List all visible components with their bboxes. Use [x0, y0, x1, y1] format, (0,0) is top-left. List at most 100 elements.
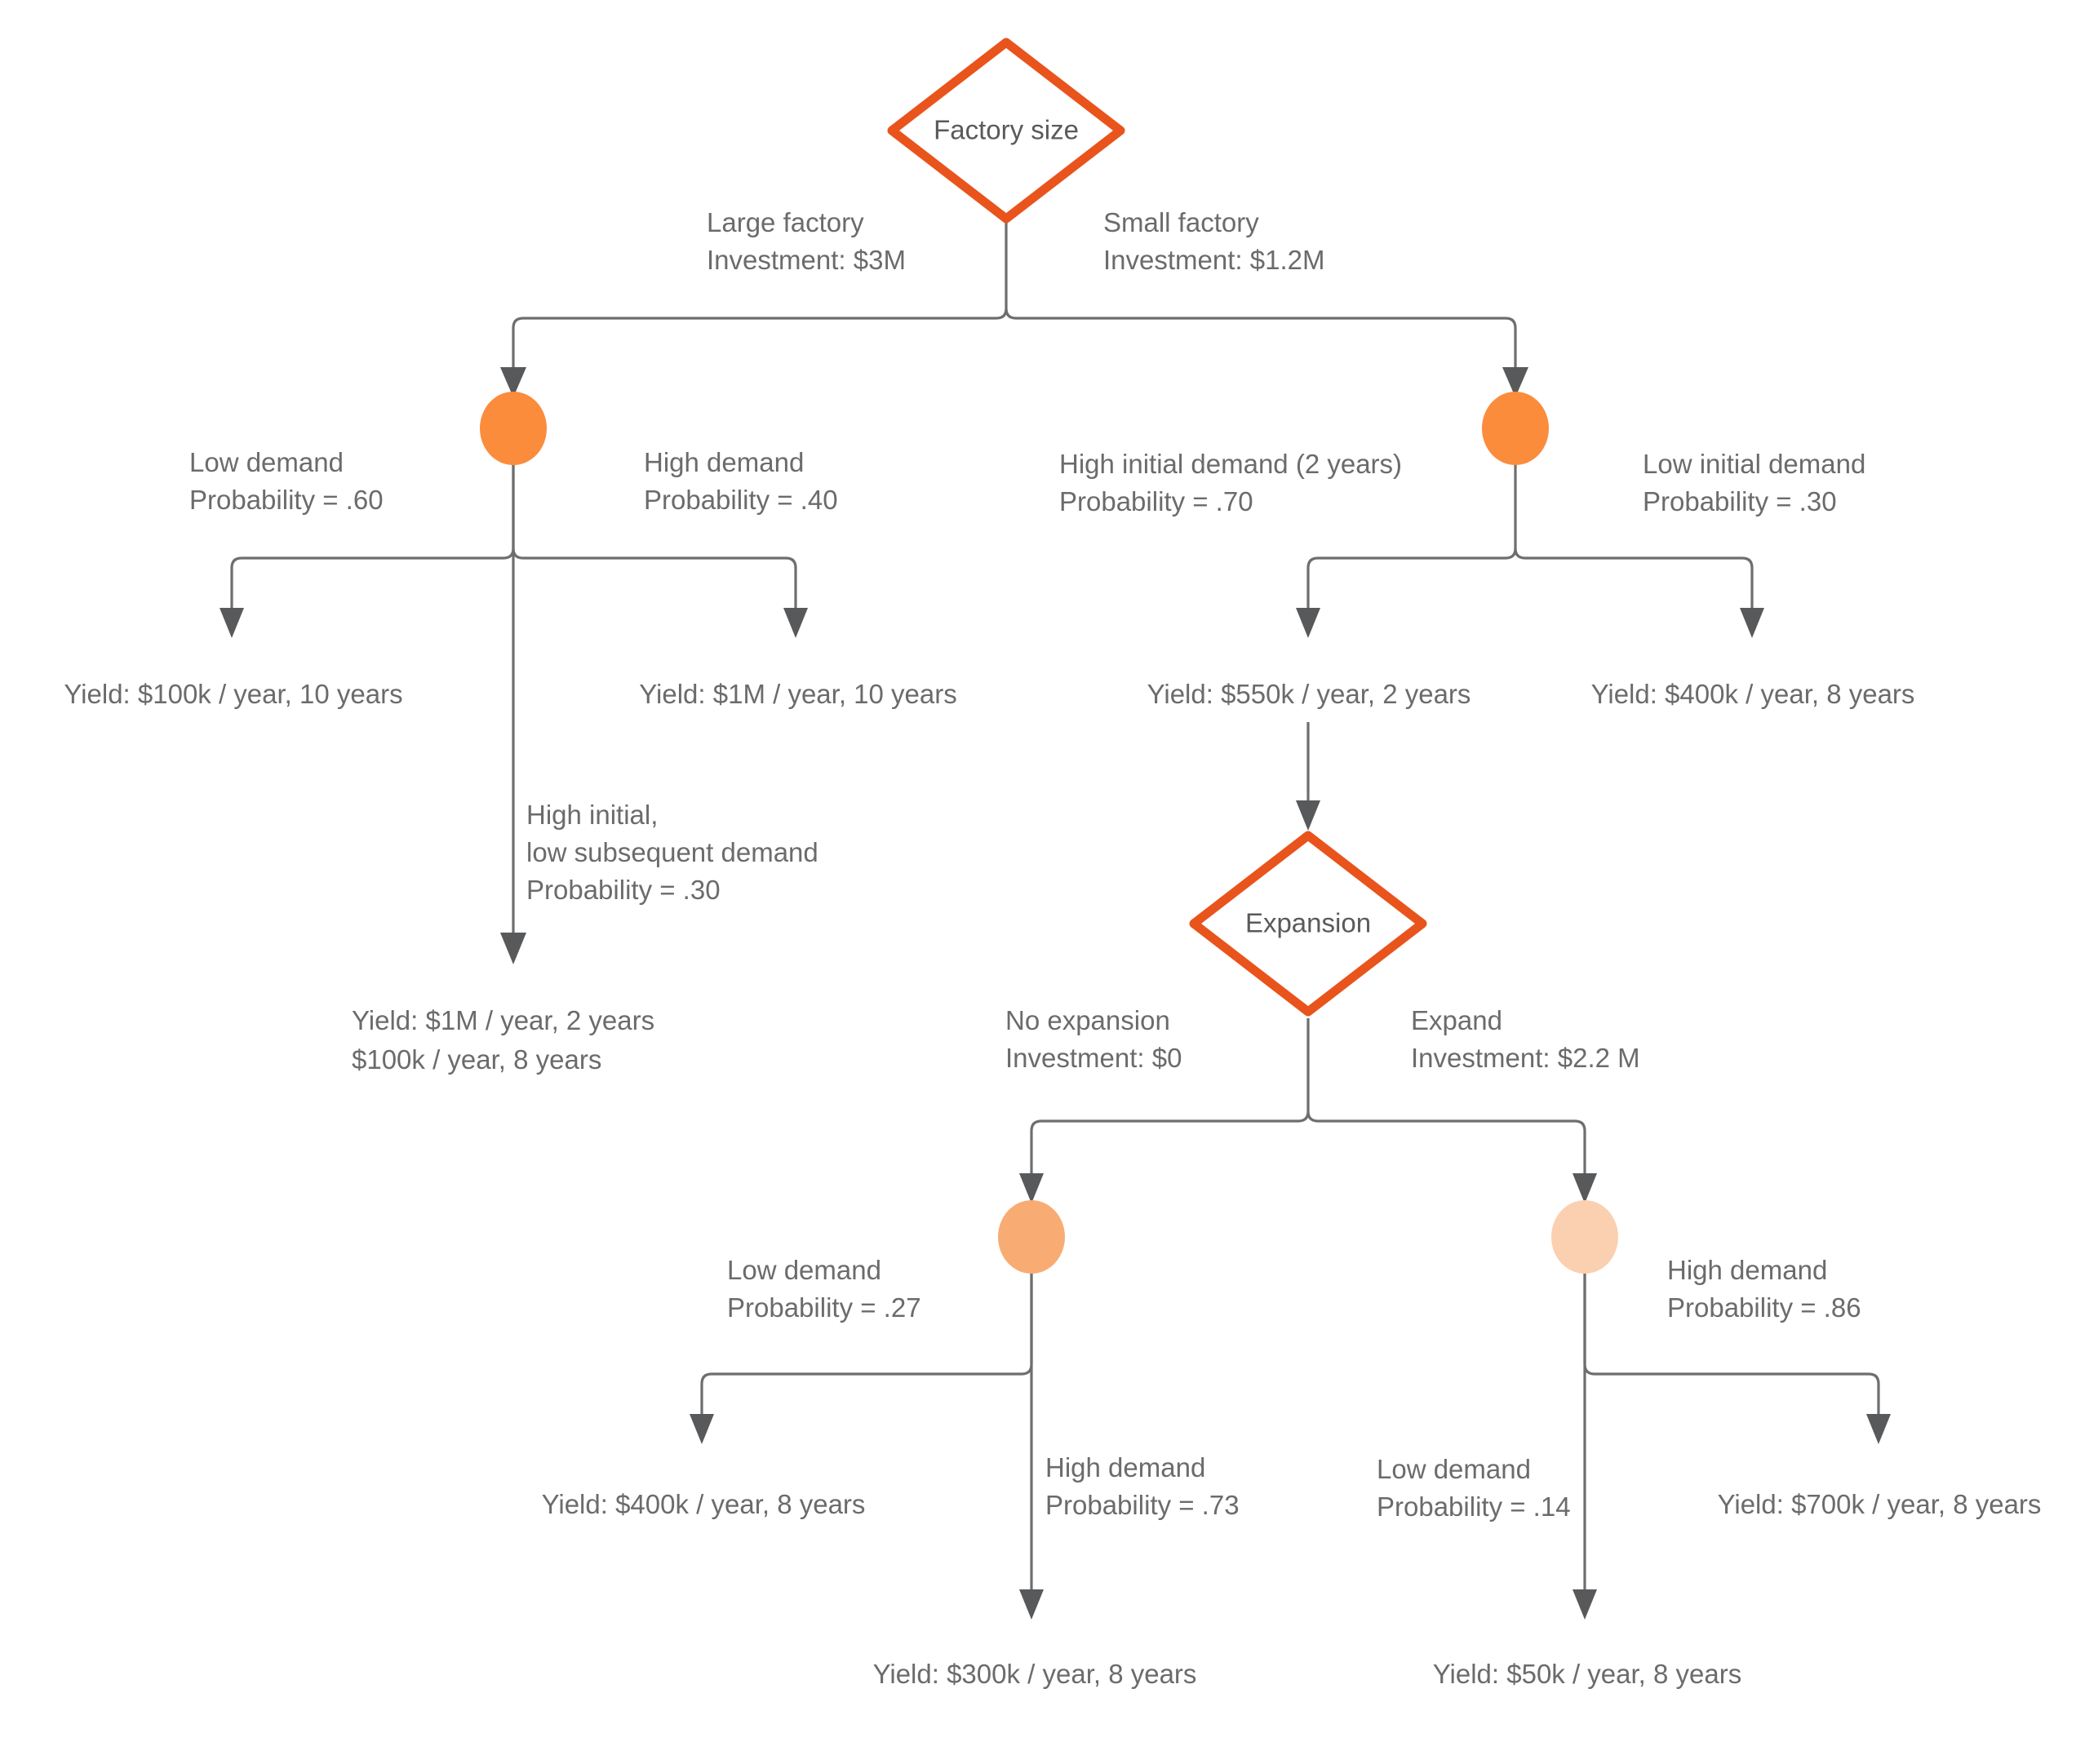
chance-node-small-factory[interactable]	[1482, 392, 1549, 465]
chance-node-expand[interactable]	[1551, 1200, 1618, 1274]
edge-group-small-chance	[1296, 457, 1764, 638]
leaf-exp-low-line1: Yield: $50k / year, 8 years	[1433, 1659, 1742, 1689]
low-demand-noexp-line2: Probability = .27	[727, 1292, 921, 1323]
high-demand-noexp-line2: Probability = .73	[1045, 1490, 1240, 1520]
edge-expansion-to-expand	[1306, 1110, 1586, 1185]
leaf-large-mixed-line2: $100k / year, 8 years	[352, 1044, 601, 1075]
arrow-expand-low	[1573, 1589, 1597, 1620]
edge-label-high-demand-no-exp: High demand Probability = .73	[1045, 1452, 1240, 1520]
arrow-noexp-high	[1019, 1589, 1044, 1620]
edge-group-to-expansion	[1296, 722, 1320, 831]
expand-line1: Expand	[1411, 1005, 1502, 1035]
edge-expand-to-high	[1583, 1363, 1880, 1424]
mixed-demand-line3: Probability = .30	[526, 875, 721, 905]
chance-node-no-expansion[interactable]	[998, 1200, 1065, 1274]
edge-label-high-initial-demand-small: High initial demand (2 years) Probabilit…	[1059, 449, 1402, 516]
high-initial-small-line2: Probability = .70	[1059, 486, 1253, 516]
edge-large-to-high	[512, 547, 797, 620]
edge-label-high-demand-exp: High demand Probability = .86	[1667, 1255, 1861, 1323]
large-factory-line1: Large factory	[707, 207, 864, 237]
leaf-large-high-line1: Yield: $1M / year, 10 years	[639, 679, 956, 709]
low-demand-large-line1: Low demand	[189, 447, 344, 477]
leaf-exp-low: Yield: $50k / year, 8 years	[1433, 1659, 1742, 1689]
low-demand-exp-line2: Probability = .14	[1377, 1491, 1571, 1522]
high-demand-large-line1: High demand	[644, 447, 804, 477]
edge-root-to-small	[1005, 308, 1517, 381]
edge-label-large-factory: Large factory Investment: $3M	[707, 207, 906, 275]
diamond-shape-factory-size[interactable]	[887, 38, 1125, 224]
edge-label-small-factory: Small factory Investment: $1.2M	[1103, 207, 1324, 275]
arrow-large-high	[783, 608, 808, 638]
expand-line2: Investment: $2.2 M	[1411, 1043, 1640, 1073]
mixed-demand-line1: High initial,	[526, 800, 658, 830]
arrow-to-expansion	[1296, 800, 1320, 831]
low-initial-small-line1: Low initial demand	[1643, 449, 1865, 479]
high-demand-exp-line1: High demand	[1667, 1255, 1827, 1285]
edge-small-to-high-initial	[1306, 547, 1517, 620]
leaf-large-low-line1: Yield: $100k / year, 10 years	[64, 679, 402, 709]
leaf-noexp-high-line1: Yield: $300k / year, 8 years	[873, 1659, 1197, 1689]
arrow-to-large-chance	[500, 367, 526, 397]
high-demand-noexp-line1: High demand	[1045, 1452, 1205, 1483]
low-initial-small-line2: Probability = .30	[1643, 486, 1837, 516]
leaf-small-high-initial-line1: Yield: $550k / year, 2 years	[1147, 679, 1471, 709]
low-demand-large-line2: Probability = .60	[189, 485, 384, 515]
leaf-small-low-initial-line1: Yield: $400k / year, 8 years	[1591, 679, 1915, 709]
edge-group-noexp-chance	[690, 1257, 1044, 1620]
edge-small-to-low-initial	[1514, 547, 1754, 620]
arrow-expand-high	[1866, 1414, 1891, 1444]
no-expansion-line1: No expansion	[1005, 1005, 1170, 1035]
arrow-large-mixed	[500, 933, 526, 964]
leaf-large-mixed: Yield: $1M / year, 2 years $100k / year,…	[352, 1005, 654, 1075]
edge-label-expand: Expand Investment: $2.2 M	[1411, 1005, 1640, 1073]
edge-expansion-to-noexp	[1030, 1110, 1310, 1185]
edge-label-high-initial-low-subsequent: High initial, low subsequent demand Prob…	[526, 800, 818, 905]
arrow-to-noexp-chance	[1019, 1173, 1044, 1203]
arrow-large-low	[220, 608, 244, 638]
leaf-large-low: Yield: $100k / year, 10 years	[64, 679, 402, 709]
edge-group-root	[500, 214, 1528, 397]
leaf-exp-high: Yield: $700k / year, 8 years	[1718, 1489, 2042, 1519]
mixed-demand-line2: low subsequent demand	[526, 837, 818, 867]
small-factory-line1: Small factory	[1103, 207, 1259, 237]
edge-group-expansion	[1019, 1018, 1597, 1203]
low-demand-noexp-line1: Low demand	[727, 1255, 881, 1285]
leaf-small-high-initial: Yield: $550k / year, 2 years	[1147, 679, 1471, 709]
low-demand-exp-line1: Low demand	[1377, 1454, 1531, 1484]
arrow-noexp-low	[690, 1414, 714, 1444]
arrow-small-high-initial	[1296, 608, 1320, 638]
diamond-shape-expansion[interactable]	[1189, 831, 1427, 1017]
high-demand-exp-line2: Probability = .86	[1667, 1292, 1861, 1323]
arrow-to-expand-chance	[1573, 1173, 1597, 1203]
leaf-noexp-low: Yield: $400k / year, 8 years	[542, 1489, 866, 1519]
small-factory-line2: Investment: $1.2M	[1103, 245, 1324, 275]
expansion-decision-label: Expansion	[1245, 908, 1371, 938]
edge-label-low-demand-large: Low demand Probability = .60	[189, 447, 384, 515]
leaf-noexp-low-line1: Yield: $400k / year, 8 years	[542, 1489, 866, 1519]
no-expansion-line2: Investment: $0	[1005, 1043, 1182, 1073]
edge-label-low-demand-exp: Low demand Probability = .14	[1377, 1454, 1571, 1522]
leaf-small-low-initial: Yield: $400k / year, 8 years	[1591, 679, 1915, 709]
root-decision-label: Factory size	[934, 115, 1079, 145]
leaf-large-high: Yield: $1M / year, 10 years	[639, 679, 956, 709]
node-root-decision[interactable]: Factory size	[887, 38, 1125, 224]
edge-label-high-demand-large: High demand Probability = .40	[644, 447, 838, 515]
edge-label-no-expansion: No expansion Investment: $0	[1005, 1005, 1182, 1073]
large-factory-line2: Investment: $3M	[707, 245, 906, 275]
edge-group-large-chance	[220, 457, 808, 964]
edge-root-to-large	[512, 308, 1008, 381]
edge-noexp-to-low	[700, 1363, 1033, 1424]
leaf-noexp-high: Yield: $300k / year, 8 years	[873, 1659, 1197, 1689]
arrow-to-small-chance	[1502, 367, 1528, 397]
chance-node-large-factory[interactable]	[480, 392, 547, 465]
edge-label-low-demand-no-exp: Low demand Probability = .27	[727, 1255, 921, 1323]
high-initial-small-line1: High initial demand (2 years)	[1059, 449, 1402, 479]
node-expansion-decision[interactable]: Expansion	[1189, 831, 1427, 1017]
edge-label-low-initial-demand-small: Low initial demand Probability = .30	[1643, 449, 1865, 516]
leaf-large-mixed-line1: Yield: $1M / year, 2 years	[352, 1005, 654, 1035]
edge-group-expand-chance	[1573, 1257, 1891, 1620]
leaf-exp-high-line1: Yield: $700k / year, 8 years	[1718, 1489, 2042, 1519]
edge-large-to-low	[230, 547, 515, 620]
arrow-small-low-initial	[1740, 608, 1764, 638]
